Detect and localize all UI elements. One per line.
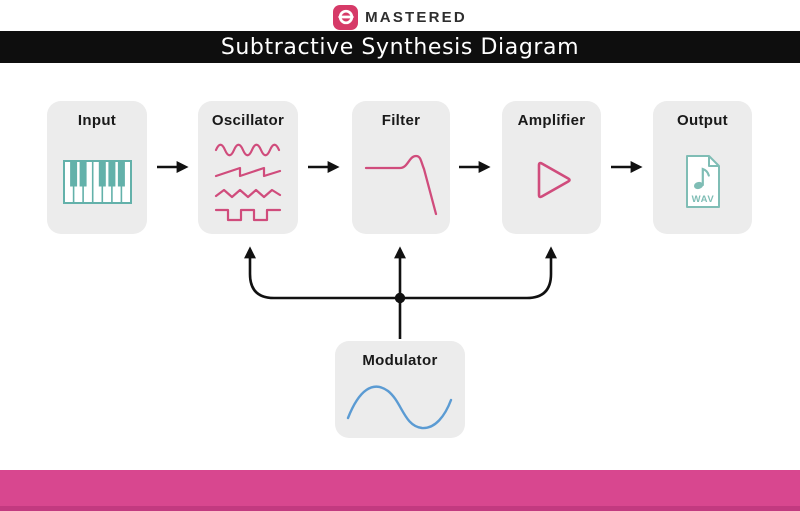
node-oscillator-label: Oscillator: [211, 112, 285, 129]
sine-wave-icon: [346, 385, 453, 429]
wav-label: WAV: [691, 194, 714, 205]
node-amplifier: Amplifier: [502, 101, 601, 234]
play-triangle-icon: [537, 161, 571, 198]
node-modulator-label: Modulator: [362, 352, 438, 369]
node-input-label: Input: [77, 112, 117, 129]
junction-dot: [394, 292, 406, 304]
logo-wordmark: MASTERED: [365, 8, 467, 26]
arrow-modulator-to-oscillator: [244, 246, 400, 300]
piano-keyboard-icon: [62, 159, 132, 204]
wav-file-icon: WAV: [685, 155, 720, 208]
logo: MASTERED: [0, 4, 800, 30]
arrow-modulator-to-amplifier: [400, 246, 557, 300]
node-amplifier-label: Amplifier: [517, 112, 586, 129]
triangle-wave-icon: [214, 188, 282, 199]
page-title: Subtractive Synthesis Diagram: [220, 34, 580, 60]
sine-wave-icon: [214, 143, 281, 157]
footer-accent-bar: [0, 470, 800, 511]
node-modulator: Modulator: [335, 341, 465, 438]
filter-response-icon: [364, 154, 438, 215]
waveforms-icon: [214, 142, 282, 223]
sawtooth-wave-icon: [214, 166, 282, 178]
node-output-label: Output: [677, 112, 728, 129]
node-output: Output WAV: [653, 101, 752, 234]
node-filter: Filter: [352, 101, 450, 234]
square-wave-icon: [214, 208, 282, 222]
emastered-logo-icon: [333, 4, 359, 30]
node-input: Input: [47, 101, 147, 234]
footer-edge: [0, 506, 800, 511]
emastered-e-glyph: [337, 9, 354, 25]
node-oscillator: Oscillator: [198, 101, 298, 234]
node-filter-label: Filter: [381, 112, 421, 129]
title-banner: Subtractive Synthesis Diagram: [0, 31, 800, 63]
